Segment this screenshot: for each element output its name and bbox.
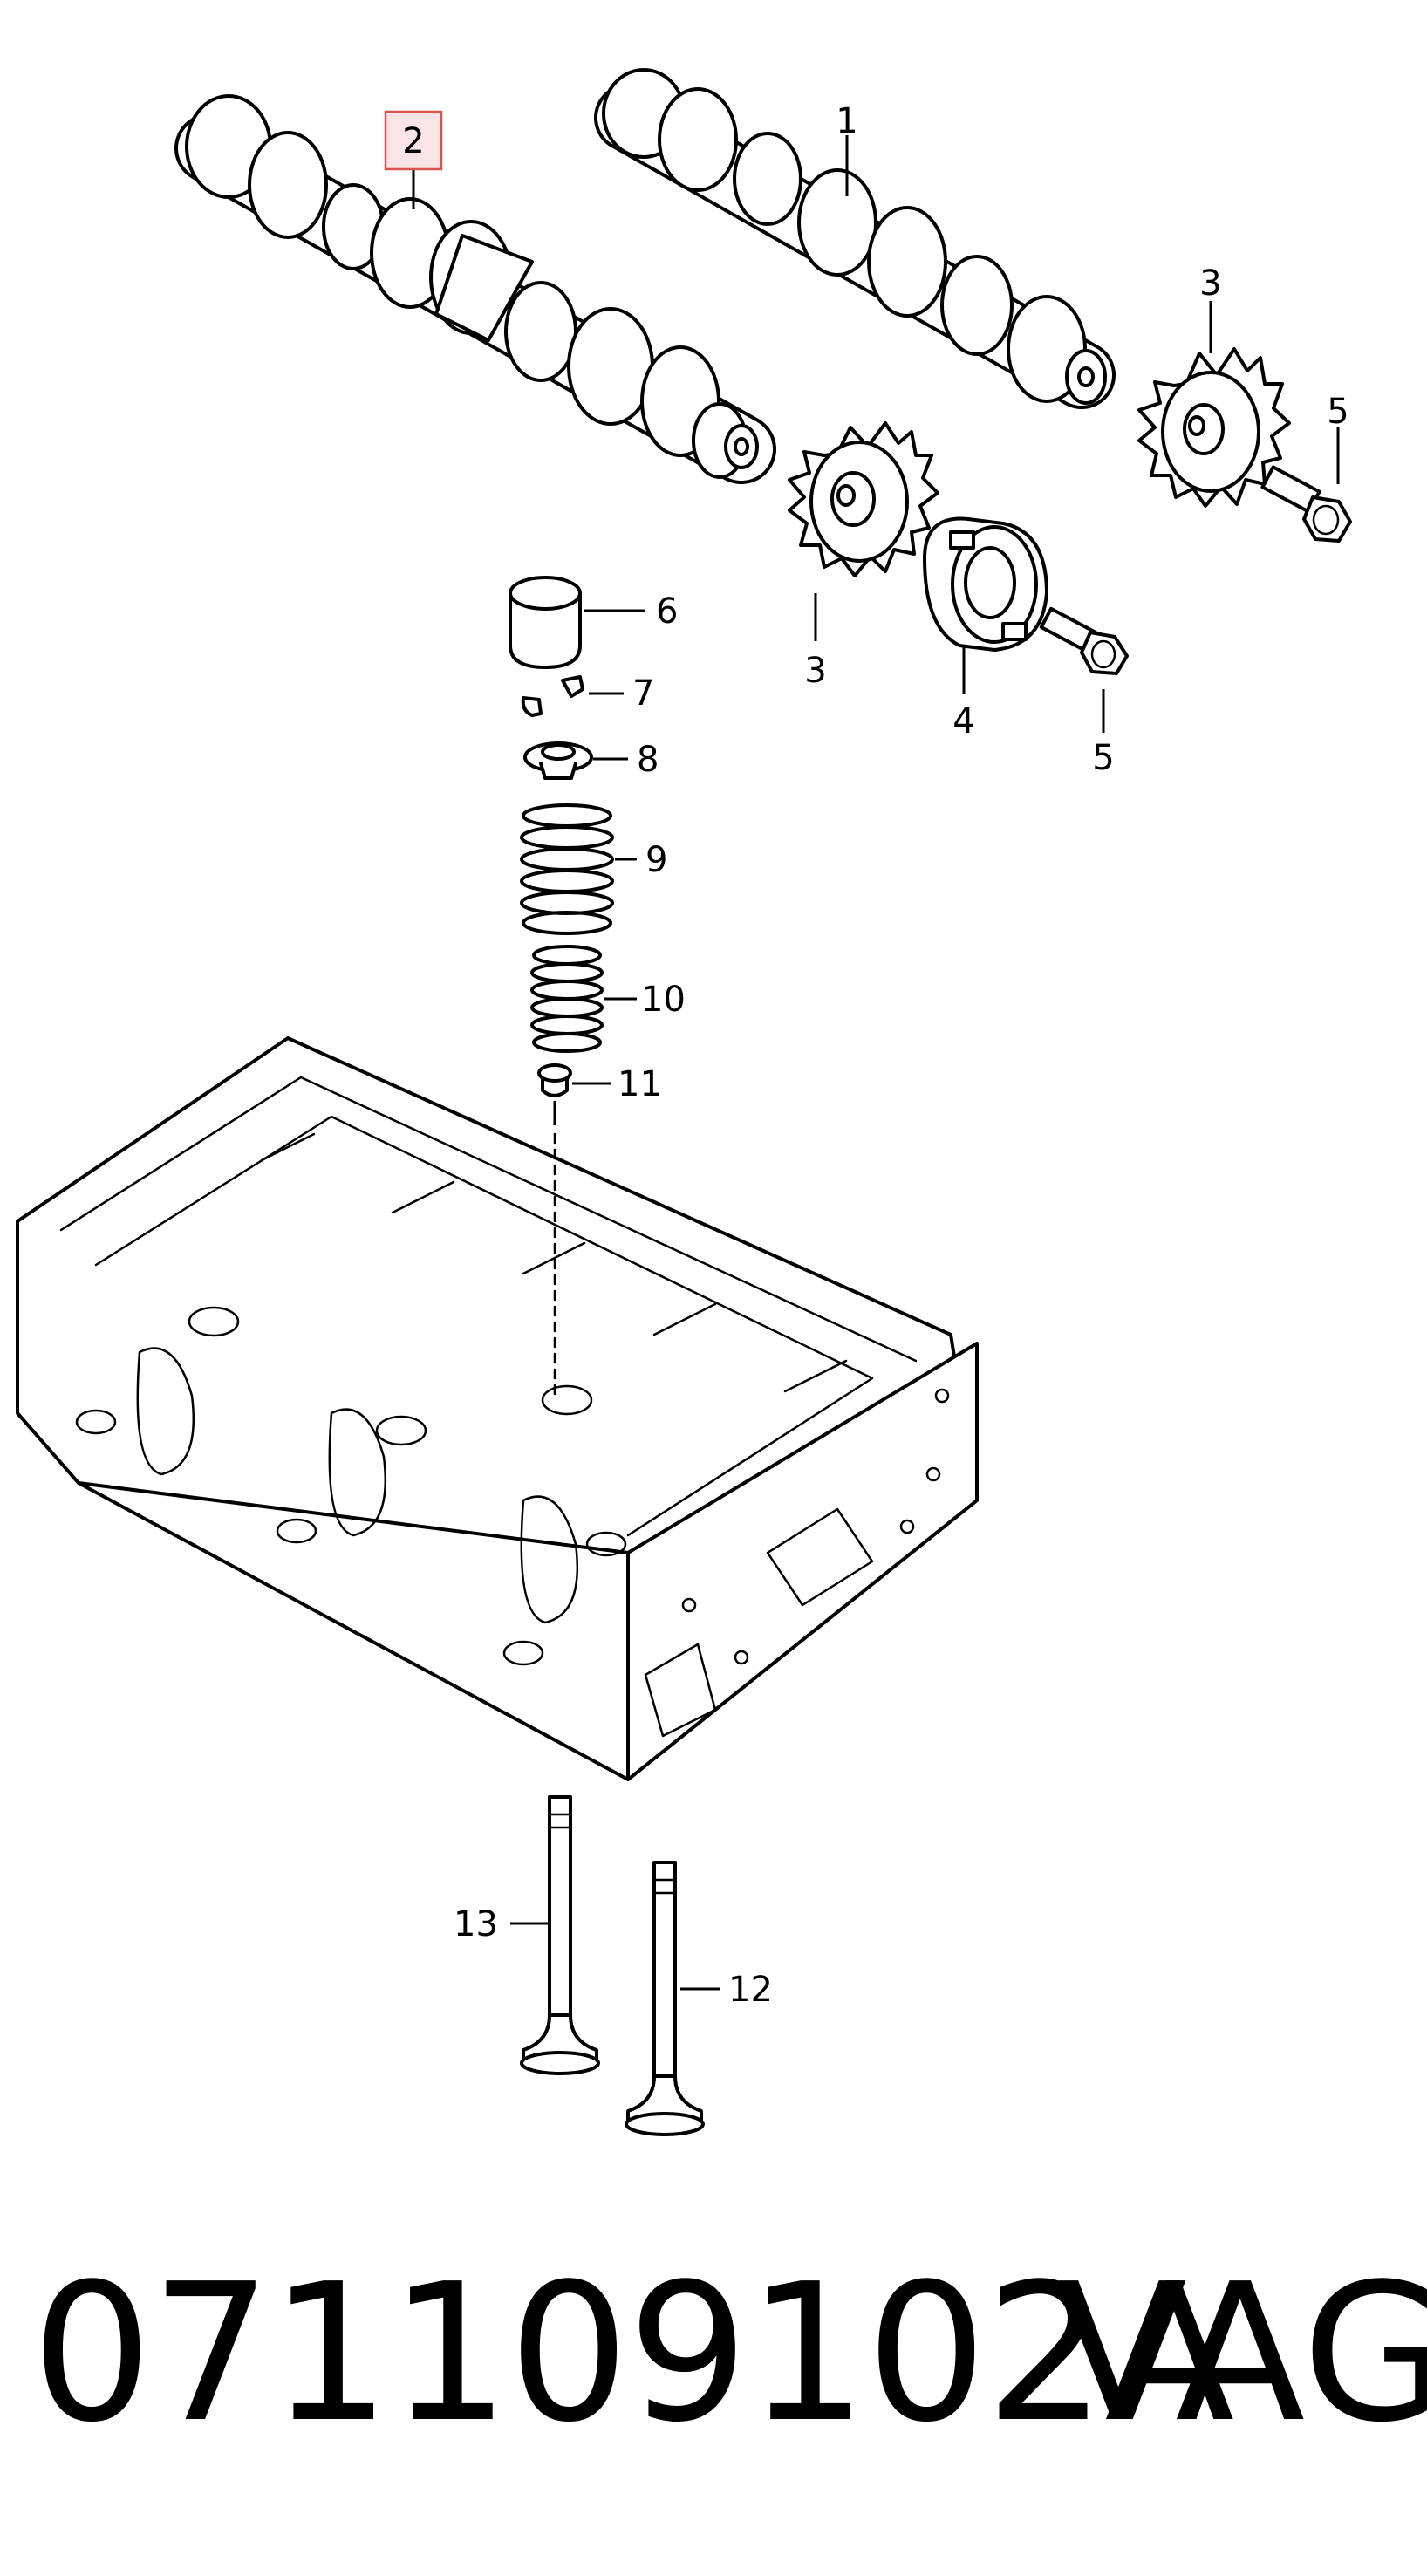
callout-6: 6	[656, 591, 678, 632]
valve-spring-outer-item-9[interactable]	[520, 803, 614, 935]
camshaft-item-2[interactable]	[174, 94, 776, 484]
bolt-item-5-right[interactable]	[1260, 465, 1352, 543]
callout-3-right: 3	[1199, 263, 1221, 304]
callout-7: 7	[632, 673, 654, 714]
camshaft-item-1[interactable]	[594, 68, 1116, 409]
sprocket-item-3-right[interactable]	[1137, 347, 1291, 508]
footer: 071109102A VAG	[0, 2233, 1427, 2576]
callout-1: 1	[836, 101, 857, 141]
part-number: 071109102A	[31, 2244, 1234, 2464]
callout-2: 2	[402, 121, 424, 161]
callout-9: 9	[645, 840, 667, 880]
callout-5-left: 5	[1092, 738, 1114, 778]
callout-2-highlight	[384, 110, 443, 171]
callout-13: 13	[454, 1904, 498, 1944]
tappet-item-6[interactable]	[509, 576, 582, 669]
callout-4: 4	[952, 701, 974, 741]
callout-3-left: 3	[804, 651, 826, 691]
sprocket-item-3-left[interactable]	[788, 421, 939, 577]
bolt-item-5-left[interactable]	[1039, 606, 1129, 675]
valve-collets-item-7[interactable]	[521, 675, 584, 717]
callout-10: 10	[641, 980, 686, 1020]
valve-spring-inner-item-10[interactable]	[530, 945, 604, 1053]
callout-12: 12	[728, 1970, 773, 2010]
callout-5-right: 5	[1327, 392, 1348, 432]
brand-name: VAG	[1057, 2244, 1427, 2464]
valve-item-12[interactable]	[625, 1861, 705, 2136]
callout-11: 11	[618, 1064, 662, 1104]
adapter-ring-item-4[interactable]	[923, 516, 1048, 652]
cylinder-head	[16, 1036, 979, 1781]
leader-lines	[412, 135, 1340, 1991]
callout-8: 8	[637, 740, 659, 780]
exploded-parts-diagram: 2 1 3 3 4 5 5 6 7 8 9 10 11 12 13	[16, 68, 1352, 2136]
spring-retainer-item-8[interactable]	[523, 741, 593, 780]
valve-stem-seal-item-11[interactable]	[537, 1063, 572, 1125]
valve-item-13[interactable]	[520, 1795, 600, 2075]
